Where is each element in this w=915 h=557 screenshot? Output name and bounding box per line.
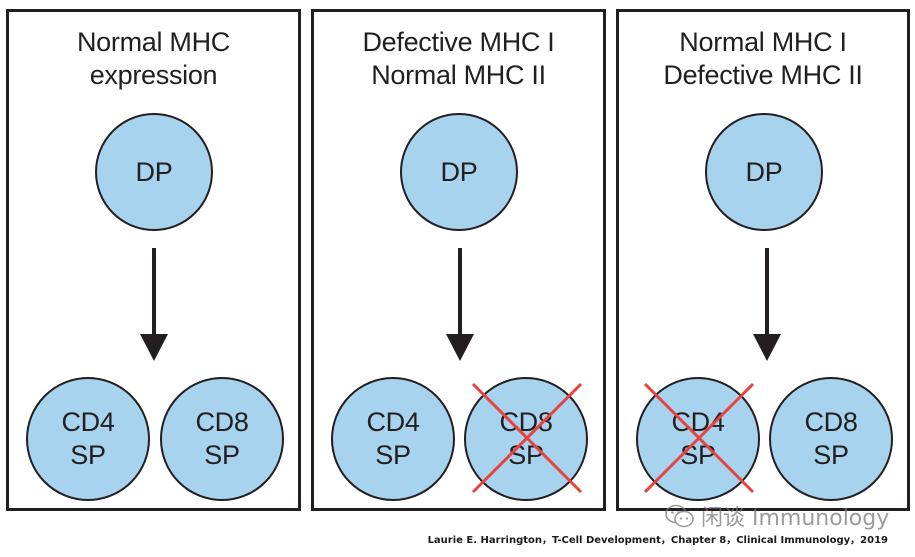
- watermark: 闲谈 Immunology: [665, 500, 889, 532]
- cell-label: DP: [440, 156, 478, 187]
- panel-title-line: Defective MHC I: [362, 27, 555, 57]
- citation: Laurie E. Harrington，T-Cell Development，…: [427, 535, 888, 546]
- cell-label: CD8: [195, 407, 249, 437]
- cell-label: SP: [375, 440, 411, 470]
- cd4-sp-cell: CD4 SP: [331, 377, 455, 501]
- panel-title-line: Defective MHC II: [663, 60, 863, 90]
- down-arrow: [753, 248, 781, 361]
- panel-title: Defective MHC I Normal MHC II: [314, 26, 603, 92]
- dp-cell: DP: [95, 113, 213, 231]
- panel-defective-mhc-i: Defective MHC I Normal MHC II DP CD4 SP …: [311, 9, 606, 511]
- cell-label: SP: [508, 440, 544, 470]
- watermark-text: 闲谈 Immunology: [701, 506, 890, 531]
- dp-cell: DP: [400, 113, 518, 231]
- cd4-sp-cell: CD4 SP: [26, 377, 150, 501]
- panel-title-line: Normal MHC II: [371, 60, 546, 90]
- panel-normal-mhc: Normal MHC expression DP CD4 SP CD8 SP: [6, 9, 301, 511]
- cd8-sp-cell: CD8 SP: [160, 377, 284, 501]
- cell-label: CD4: [671, 407, 725, 437]
- cd8-sp-cell: CD8 SP: [464, 377, 588, 501]
- wechat-icon: [665, 504, 694, 528]
- cell-label: SP: [680, 440, 716, 470]
- down-arrow: [446, 248, 474, 361]
- panel-title-line: Normal MHC I: [679, 27, 847, 57]
- panel-title: Normal MHC expression: [9, 26, 298, 92]
- cell-label: CD4: [366, 407, 420, 437]
- cell-label: SP: [813, 440, 849, 470]
- cell-label: DP: [135, 156, 173, 187]
- cd8-sp-cell: CD8 SP: [769, 377, 893, 501]
- panel-defective-mhc-ii: Normal MHC I Defective MHC II DP CD4 SP …: [616, 9, 910, 511]
- cd4-sp-cell: CD4 SP: [636, 377, 760, 501]
- cell-label: SP: [70, 440, 106, 470]
- cell-label: SP: [204, 440, 240, 470]
- down-arrow: [140, 248, 168, 361]
- panel-title: Normal MHC I Defective MHC II: [619, 26, 907, 92]
- cell-label: CD4: [61, 407, 115, 437]
- cell-label: CD8: [499, 407, 553, 437]
- cell-label: DP: [745, 156, 783, 187]
- cell-label: CD8: [804, 407, 858, 437]
- panel-title-line: Normal MHC: [76, 27, 230, 57]
- dp-cell: DP: [705, 113, 823, 231]
- panel-title-line: expression: [89, 60, 218, 90]
